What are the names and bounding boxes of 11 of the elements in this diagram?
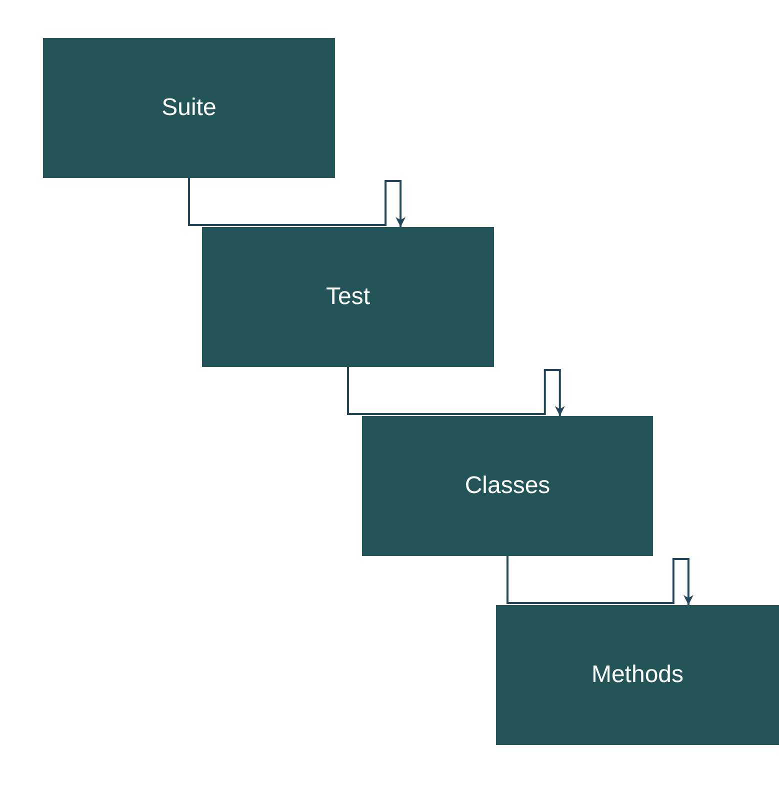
connector-arrow bbox=[506, 556, 694, 605]
box-label: Methods bbox=[591, 661, 684, 689]
box-label: Test bbox=[326, 283, 370, 311]
process-box bbox=[496, 605, 779, 745]
connector-arrow bbox=[347, 367, 565, 416]
box-label: Classes bbox=[464, 472, 550, 500]
box-label: Suite bbox=[162, 94, 216, 122]
process-box bbox=[43, 38, 335, 178]
connector-arrow bbox=[188, 178, 406, 227]
process-box bbox=[362, 416, 653, 556]
process-box bbox=[202, 227, 494, 367]
